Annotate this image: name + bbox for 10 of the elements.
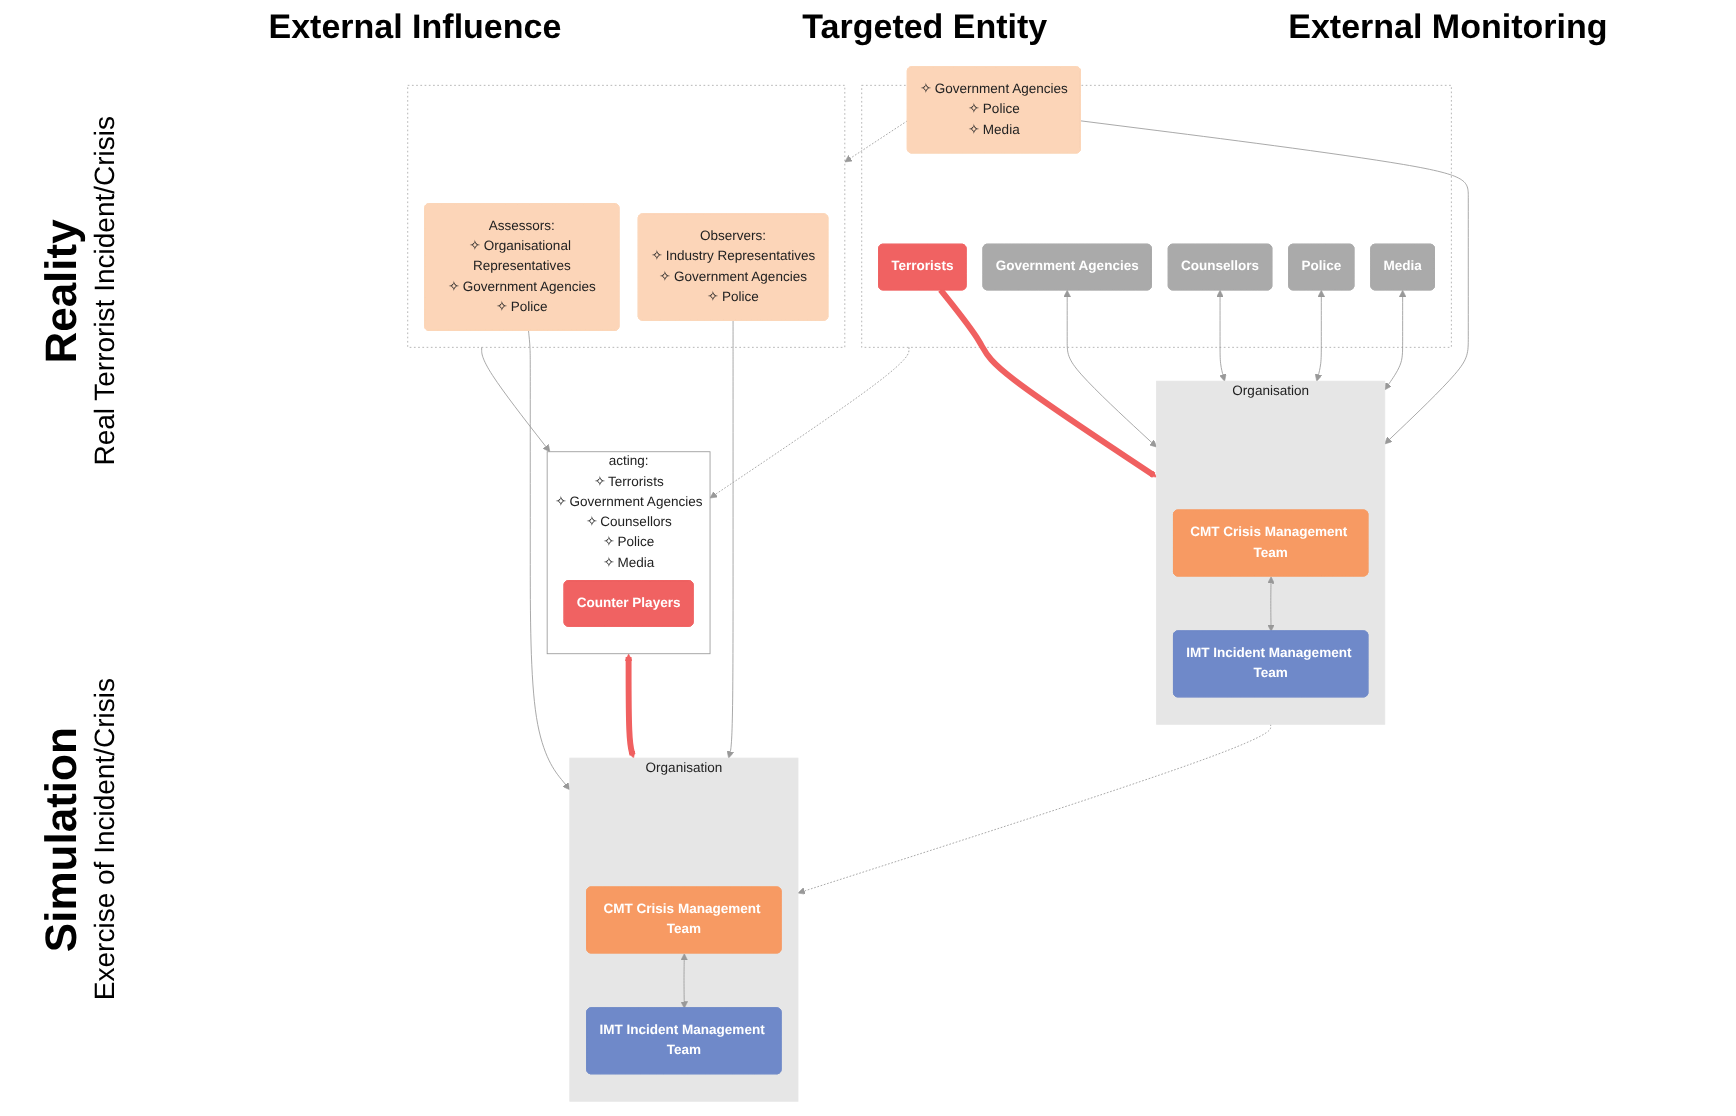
column-heading: Targeted Entity [802,8,1048,50]
row-heading: Simulation [36,725,88,957]
cluster [407,84,846,348]
cluster [861,84,1452,348]
row-subheading: Real Terrorist Incident/Crisis [88,115,120,465]
row-subheading: Exercise of Incident/Crisis [88,678,120,1001]
column-heading: External Monitoring [1288,8,1608,50]
arrow [624,653,636,759]
column-heading: External Influence [268,8,562,50]
row-heading: Reality [36,215,88,367]
